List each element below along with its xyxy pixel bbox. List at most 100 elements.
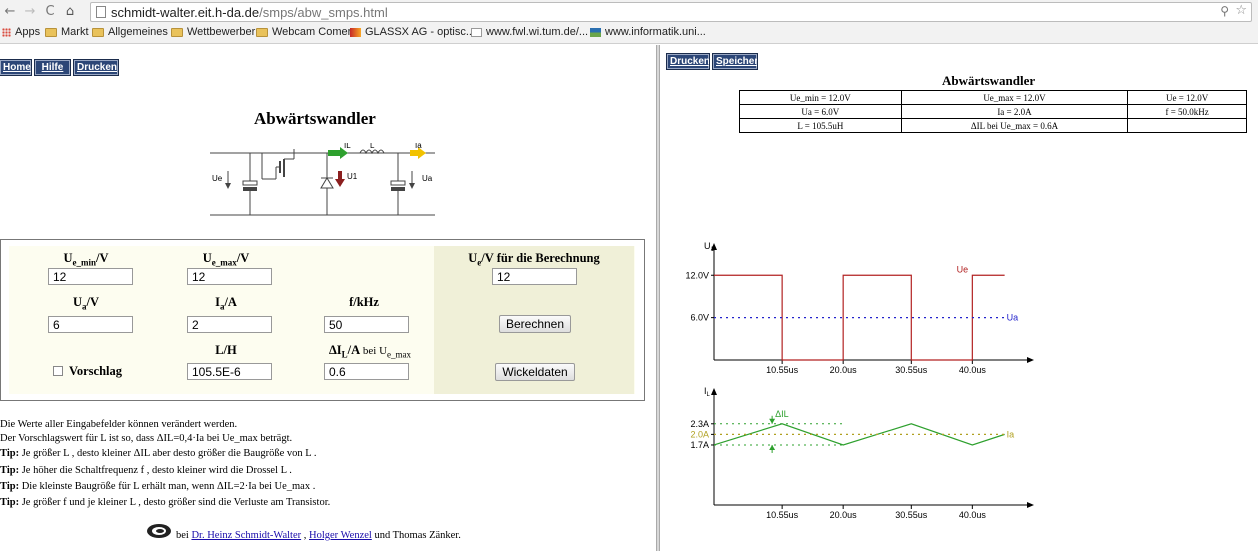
home-icon[interactable]: ⌂ (65, 4, 75, 19)
save-button[interactable]: Speichern (712, 53, 764, 70)
table-cell: L = 105.5uH (739, 118, 902, 133)
ripple-annotation: ΔIL (775, 409, 789, 419)
ue-label: Ue (212, 174, 223, 183)
y-tick-label: 2.3A (690, 419, 709, 429)
tip-line: Tip: Je höher die Schaltfrequenz f , des… (0, 465, 292, 476)
x-tick-label: 10.55us (766, 365, 799, 375)
tip-line: Tip: Je größer f und je kleiner L , dest… (0, 497, 331, 508)
page-title: Abwärtswandler (254, 109, 376, 128)
table-row: Ue_min = 12.0V Ue_max = 12.0V Ue = 12.0V (739, 90, 1247, 105)
results-title: Abwärtswandler (942, 73, 1036, 88)
note-line: Die Werte aller Eingabefelder können ver… (0, 419, 238, 430)
l-label: L (370, 143, 375, 150)
ua-label: Ua/V (72, 295, 100, 312)
bookmark-wettbewerber[interactable]: Wettbewerber (171, 26, 255, 38)
ue-max-input[interactable] (187, 268, 272, 285)
back-icon[interactable]: ← (4, 4, 16, 19)
home-button[interactable]: Home (0, 59, 32, 76)
y-tick-label: 6.0V (690, 313, 709, 323)
author-link-wenzel[interactable]: Holger Wenzel (309, 530, 372, 541)
folder-icon (92, 27, 104, 37)
page-favicon-icon (471, 27, 482, 37)
ue-calc-label: Ue/V für die Berechnung (468, 251, 600, 268)
ue-min-input[interactable] (48, 268, 133, 285)
folder-icon (256, 27, 268, 37)
series-label-ue: Ue (957, 264, 969, 274)
il-label: IL (344, 143, 351, 150)
help-button[interactable]: Hilfe (34, 59, 71, 76)
table-cell: ΔIL bei Ue_max = 0.6A (900, 118, 1129, 133)
left-frame: Home Hilfe Drucken Abwärtswandler (0, 45, 656, 551)
y-tick-label: 1.7A (690, 440, 709, 450)
ripple-arrowhead-top (769, 418, 776, 424)
bookmark-markt[interactable]: Markt (45, 26, 89, 38)
buck-converter-circuit: Ue U1 IL L Ia Ua (210, 143, 435, 216)
note-line: Der Vorschlagswert für L ist so, dass ΔI… (0, 433, 293, 444)
table-cell: f = 50.0kHz (1127, 104, 1247, 119)
x-tick-label: 40.0us (959, 510, 987, 520)
results-table: Ue_min = 12.0V Ue_max = 12.0V Ue = 12.0V… (739, 90, 1247, 133)
forward-icon[interactable]: → (24, 4, 36, 19)
inductance-label: L/H (215, 343, 237, 357)
bookmark-star-icon[interactable]: ☆ (1235, 3, 1247, 18)
ue-min-label: Ue_min/V (63, 251, 109, 268)
bookmark-webcam[interactable]: Webcam Comer (256, 26, 351, 38)
bookmark-apps[interactable]: Apps (2, 26, 40, 38)
y-axis-label: IL (704, 386, 711, 398)
input-form: Ue_min/V Ue_max/V Ue/V für die Berechnun… (0, 239, 645, 401)
url-host: schmidt-walter.eit.h-da.de (111, 5, 260, 20)
print-button-right[interactable]: Drucken (666, 53, 710, 70)
ue-max-label: Ue_max/V (202, 251, 250, 268)
series-label-ia: Ia (1007, 429, 1015, 439)
print-button[interactable]: Drucken (73, 59, 119, 76)
x-tick-label: 20.0us (830, 365, 858, 375)
x-axis-arrow (1027, 502, 1034, 508)
inductance-input[interactable] (187, 363, 272, 380)
table-cell: Ue_max = 12.0V (900, 90, 1129, 105)
glassx-favicon-icon (350, 27, 361, 37)
x-tick-label: 40.0us (959, 365, 987, 375)
y-axis-label: U1 (704, 241, 715, 253)
winding-data-button[interactable]: Wickeldaten (495, 363, 575, 381)
frequency-input[interactable] (324, 316, 409, 333)
suggest-checkbox[interactable] (53, 366, 63, 376)
ia-label: Ia/A (215, 295, 237, 312)
series-label-ua: Ua (1007, 313, 1019, 323)
form-inner: Ue_min/V Ue_max/V Ue/V für die Berechnun… (9, 246, 635, 394)
bookmark-informatik[interactable]: www.informatik.uni... (590, 26, 706, 38)
table-row: Ua = 6.0V Ia = 2.0A f = 50.0kHz (739, 104, 1247, 119)
ue-calc-input[interactable] (492, 268, 577, 285)
bookmark-fwl[interactable]: www.fwl.wi.tum.de/... (471, 26, 588, 38)
url-path: /smps/abw_smps.html (259, 5, 388, 20)
informatik-favicon-icon (590, 27, 601, 37)
tip-line: Tip: Je größer L , desto kleiner ΔIL abe… (0, 448, 317, 459)
page-icon (96, 6, 106, 18)
ua-label: Ua (422, 174, 433, 183)
x-tick-label: 20.0us (830, 510, 858, 520)
delta-il-label: ΔIL/A bei Ue_max (328, 343, 412, 360)
delta-il-input[interactable] (324, 363, 409, 380)
tip-line: Tip: Die kleinste Baugröße für L erhält … (0, 481, 316, 492)
ua-input[interactable] (48, 316, 133, 333)
reload-icon[interactable]: C (45, 4, 55, 19)
calculate-button[interactable]: Berechnen (499, 315, 571, 333)
author-link-schmidt-walter[interactable]: Dr. Heinz Schmidt-Walter (191, 530, 302, 541)
table-cell: Ia = 2.0A (900, 104, 1129, 119)
y-tick-label: 2.0A (690, 429, 709, 439)
x-tick-label: 10.55us (766, 510, 799, 520)
table-cell: Ue_min = 12.0V (739, 90, 902, 105)
credits-line: bei Dr. Heinz Schmidt-Walter , Holger We… (176, 530, 461, 541)
bookmark-allgemeines[interactable]: Allgemeines (92, 26, 168, 38)
y-tick-label: 12.0V (685, 270, 709, 280)
address-bar[interactable]: schmidt-walter.eit.h-da.de/smps/abw_smps… (90, 2, 1252, 22)
ia-input[interactable] (187, 316, 272, 333)
table-row: L = 105.5uH ΔIL bei Ue_max = 0.6A (739, 118, 1247, 133)
ia-label: Ia (415, 143, 422, 150)
zoom-icon[interactable]: ⚲ (1220, 4, 1229, 18)
bookmark-glassx[interactable]: GLASSX AG - optisc... (350, 26, 475, 38)
table-cell (1127, 118, 1247, 133)
frame-splitter[interactable] (656, 45, 660, 551)
browser-chrome: ← → C ⌂ schmidt-walter.eit.h-da.de/smps/… (0, 0, 1258, 44)
